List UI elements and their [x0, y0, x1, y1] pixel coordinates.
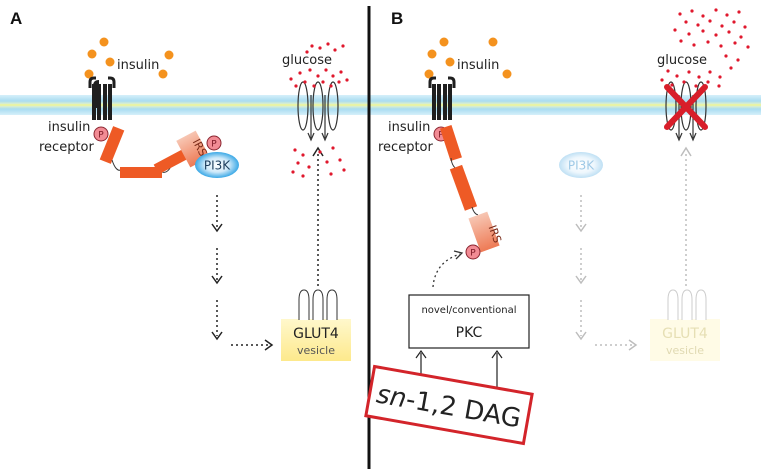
insulin-dot: [105, 57, 115, 67]
glut4-transporter: [297, 81, 339, 142]
insulin-dot: [427, 49, 437, 59]
pi3k-enzyme-inactive: PI3K: [559, 152, 603, 178]
insulin-receptor: [88, 76, 116, 120]
glut4-label: GLUT4: [662, 326, 708, 342]
phospho-label: P: [438, 131, 444, 141]
insulin-dot: [502, 69, 512, 79]
insulin-dot: [445, 57, 455, 67]
translocation-arrow: [312, 146, 324, 286]
insulin-dot: [488, 37, 498, 47]
pkc-label-line2: PKC: [456, 325, 483, 341]
receptor-label-line2: receptor: [39, 140, 95, 155]
insulin-dot: [158, 69, 168, 79]
insulin-label: insulin: [117, 58, 159, 73]
irs-protein: IRS: [468, 211, 504, 253]
insulin-receptor: [428, 76, 456, 120]
insulin-dot: [87, 49, 97, 59]
panel-a-letter: A: [10, 9, 22, 28]
pi3k-label: PI3K: [204, 159, 231, 173]
receptor-label-line1: insulin: [48, 120, 90, 135]
red-x-icon: [664, 84, 708, 130]
insulin-label: insulin: [457, 58, 499, 73]
insulin-dot: [99, 37, 109, 47]
pkc-label-line1: novel/conventional: [421, 305, 516, 316]
signaling-cascade-arrows: [211, 195, 274, 351]
insulin-molecules: [84, 37, 174, 79]
glut4-label: GLUT4: [293, 326, 339, 342]
vesicle-label: vesicle: [666, 344, 704, 357]
receptor-substrate-chain: [99, 126, 189, 178]
insulin-dot: [439, 37, 449, 47]
receptor-substrate-chain: [440, 124, 479, 216]
panel-b: B insulin insulin receptor P: [364, 8, 750, 446]
phospho-label: P: [211, 140, 217, 150]
irs-label: IRS: [486, 223, 504, 244]
dag-box: sn-1,2 DAG: [364, 364, 534, 446]
receptor-label-line2: receptor: [378, 140, 434, 155]
pi3k-enzyme: PI3K: [195, 152, 239, 178]
panel-a: A insulin insulin receptor P: [10, 9, 351, 361]
insulin-molecules: [424, 37, 512, 79]
receptor-label-line1: insulin: [388, 120, 430, 135]
phospho-label: P: [470, 249, 476, 259]
insulin-dot: [164, 50, 174, 60]
phospho-label: P: [98, 131, 104, 141]
dag-prefix: sn: [374, 380, 409, 415]
glut4-vesicle-inactive: GLUT4 vesicle: [650, 289, 720, 361]
phosphate-circle-icon: P: [206, 135, 222, 151]
insulin-dot: [84, 69, 94, 79]
translocation-arrow-inactive: [680, 146, 692, 286]
insulin-dot: [424, 69, 434, 79]
glucose-molecules: [660, 8, 750, 88]
glucose-molecules: [289, 42, 349, 178]
phosphate-circle-icon: P: [465, 244, 481, 260]
phosphate-circle-icon: P: [93, 126, 109, 142]
pkc-box: novel/conventional PKC: [408, 294, 530, 349]
pkc-phosphorylation-arrow: [432, 250, 464, 288]
pi3k-label: PI3K: [568, 159, 595, 173]
glut4-vesicle: GLUT4 vesicle: [281, 289, 351, 361]
panel-b-letter: B: [391, 9, 403, 28]
glucose-label: glucose: [657, 53, 707, 68]
signaling-cascade-arrows-inactive: [575, 195, 638, 351]
vesicle-label: vesicle: [297, 344, 335, 357]
glucose-label: glucose: [282, 53, 332, 68]
